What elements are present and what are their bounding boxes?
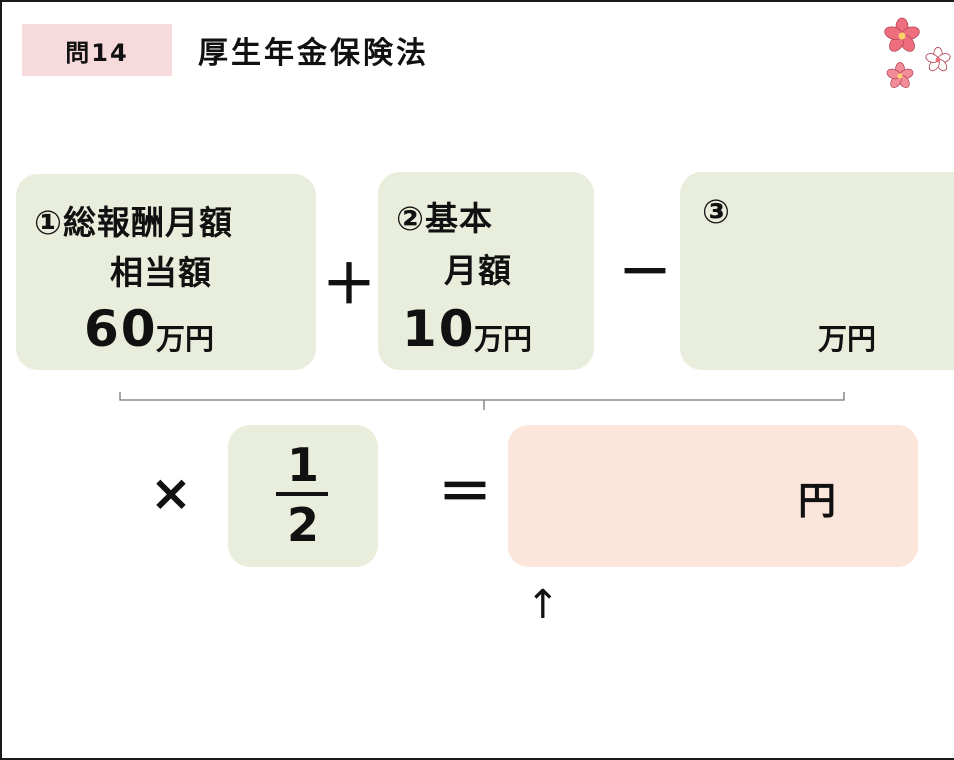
monthly-remuneration-box (16, 174, 316, 370)
box3-unit: 万円 (818, 322, 877, 356)
deduction-amount-box (680, 172, 954, 370)
box2-value: 10 (402, 300, 476, 358)
minus-operator: － (618, 241, 672, 304)
equals-operator: ＝ (438, 461, 492, 524)
up-arrow-icon: ↑ (526, 582, 560, 628)
box1-label-line1: ①総報酬月額 (34, 203, 233, 242)
fraction-bar (276, 492, 328, 496)
fraction-box (228, 425, 378, 567)
page-title-text: 厚生年金保険法 (198, 36, 429, 71)
sakura-flower-icon (884, 17, 920, 52)
answer-unit: 円 (798, 479, 837, 523)
sakura-flower-icon (886, 62, 914, 88)
box2-label-line1: ②基本 (396, 199, 493, 238)
box1-unit: 万円 (156, 322, 215, 356)
page-title: 厚生年金保険法 (198, 24, 429, 76)
sakura-flowers-icon (884, 17, 951, 88)
plus-operator: ＋ (322, 253, 376, 316)
question-number-badge: 問14 (22, 24, 172, 76)
box2-unit: 万円 (474, 322, 533, 356)
fraction-numerator: 1 (286, 438, 319, 492)
sakura-flower-icon (925, 46, 951, 72)
box2-label-line2: 月額 (444, 251, 512, 290)
box1-label-line2: 相当額 (110, 253, 212, 292)
grouping-bracket (119, 392, 845, 410)
box3-label-line1: ③ (702, 192, 731, 231)
box1-value: 60 (84, 300, 158, 358)
basic-monthly-amount-box (378, 172, 594, 370)
answer-box (508, 425, 918, 567)
fraction-denominator: 2 (286, 498, 319, 552)
question-number: 問14 (65, 38, 129, 67)
times-operator: × (150, 464, 192, 522)
